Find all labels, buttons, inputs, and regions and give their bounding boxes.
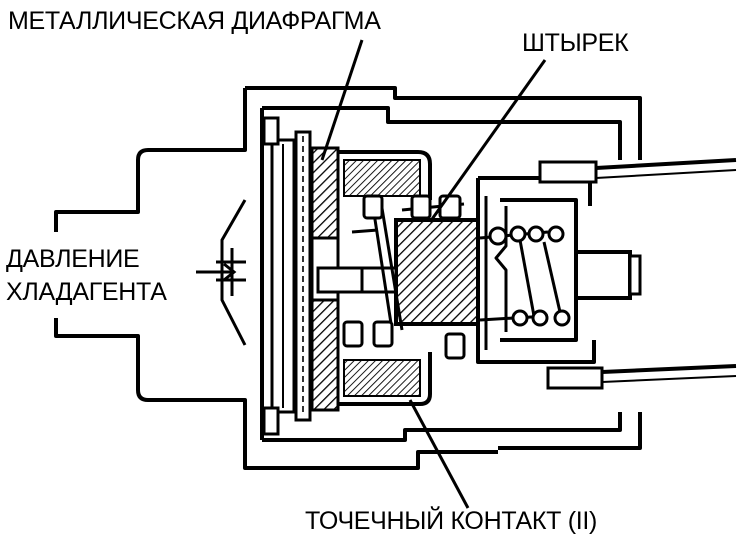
diaphragm-plate bbox=[262, 116, 312, 436]
leader-lines bbox=[320, 39, 547, 509]
label-pressure-line1: ДАВЛЕНИЕ bbox=[6, 245, 140, 273]
terminal-plug bbox=[538, 158, 737, 390]
contact-rollers bbox=[342, 194, 571, 360]
pressure-arrow bbox=[196, 262, 237, 282]
label-point-contact: ТОЧЕЧНЫЙ КОНТАКТ (II) bbox=[305, 507, 598, 535]
label-metal-diaphragm: МЕТАЛЛИЧЕСКАЯ ДИАФРАГМА bbox=[8, 7, 381, 35]
label-refrigerant-pressure: ДАВЛЕНИЕ ХЛАДАГЕНТА bbox=[6, 243, 167, 309]
diaphragm-housing bbox=[310, 146, 432, 412]
label-pressure-line2: ХЛАДАГЕНТА bbox=[6, 278, 167, 306]
port-cone bbox=[216, 199, 247, 346]
pin-block bbox=[316, 218, 480, 326]
label-pin: ШТЫРЕК bbox=[522, 29, 629, 57]
